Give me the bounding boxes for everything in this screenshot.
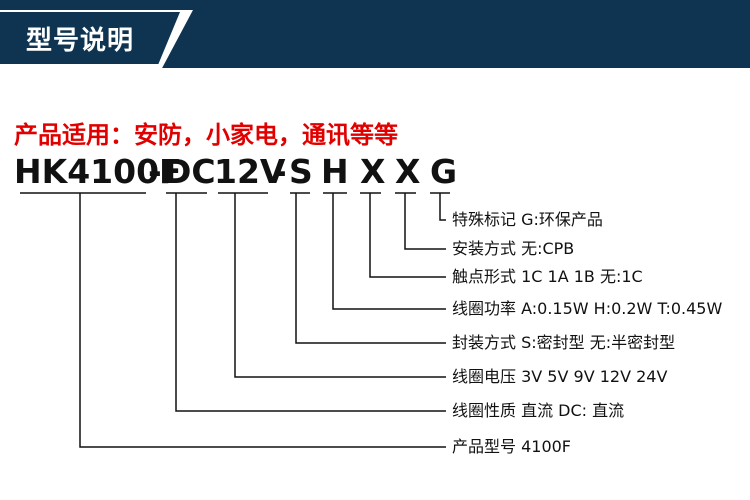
- code-seal: S: [289, 152, 313, 191]
- legend-power: 线圈功率 A:0.15W H:0.2W T:0.45W: [452, 299, 723, 318]
- legend-seal: 封装方式 S:密封型 无:半密封型: [452, 333, 676, 352]
- legend-mounting: 安装方式 无:CPB: [452, 239, 575, 258]
- leader-power: [332, 193, 446, 310]
- leader-mounting: [404, 193, 446, 250]
- code-sep-2: -: [273, 152, 287, 191]
- code-voltage: 12V: [214, 152, 286, 191]
- leader-voltage: [234, 193, 446, 378]
- page-title: 型号说明: [26, 26, 135, 56]
- legend-special: 特殊标记 G:环保产品: [452, 210, 603, 229]
- code-base: HK4100F: [14, 152, 182, 191]
- header-banner: 型号说明: [0, 0, 750, 68]
- banner-tab: [0, 12, 180, 64]
- legend-voltage-type: 线圈性质 直流 DC: 直流: [452, 401, 625, 420]
- code-sep-1: -: [148, 152, 162, 191]
- code-special: G: [430, 152, 458, 191]
- legend-contact: 触点形式 1C 1A 1B 无:1C: [452, 267, 643, 286]
- leader-base: [79, 193, 446, 448]
- leader-seal: [295, 193, 446, 344]
- leader-contact: [369, 193, 446, 278]
- code-contact: X: [360, 152, 386, 191]
- application-text: 产品适用：安防，小家电，通讯等等: [14, 121, 398, 149]
- legend-base: 产品型号 4100F: [452, 437, 572, 456]
- leader-voltage-type: [175, 193, 446, 412]
- legend-voltage: 线圈电压 3V 5V 9V 12V 24V: [452, 367, 668, 386]
- leader-special: [439, 193, 446, 221]
- code-power: H: [321, 152, 349, 191]
- code-voltage-type: DC: [164, 152, 216, 191]
- code-mounting: X: [395, 152, 421, 191]
